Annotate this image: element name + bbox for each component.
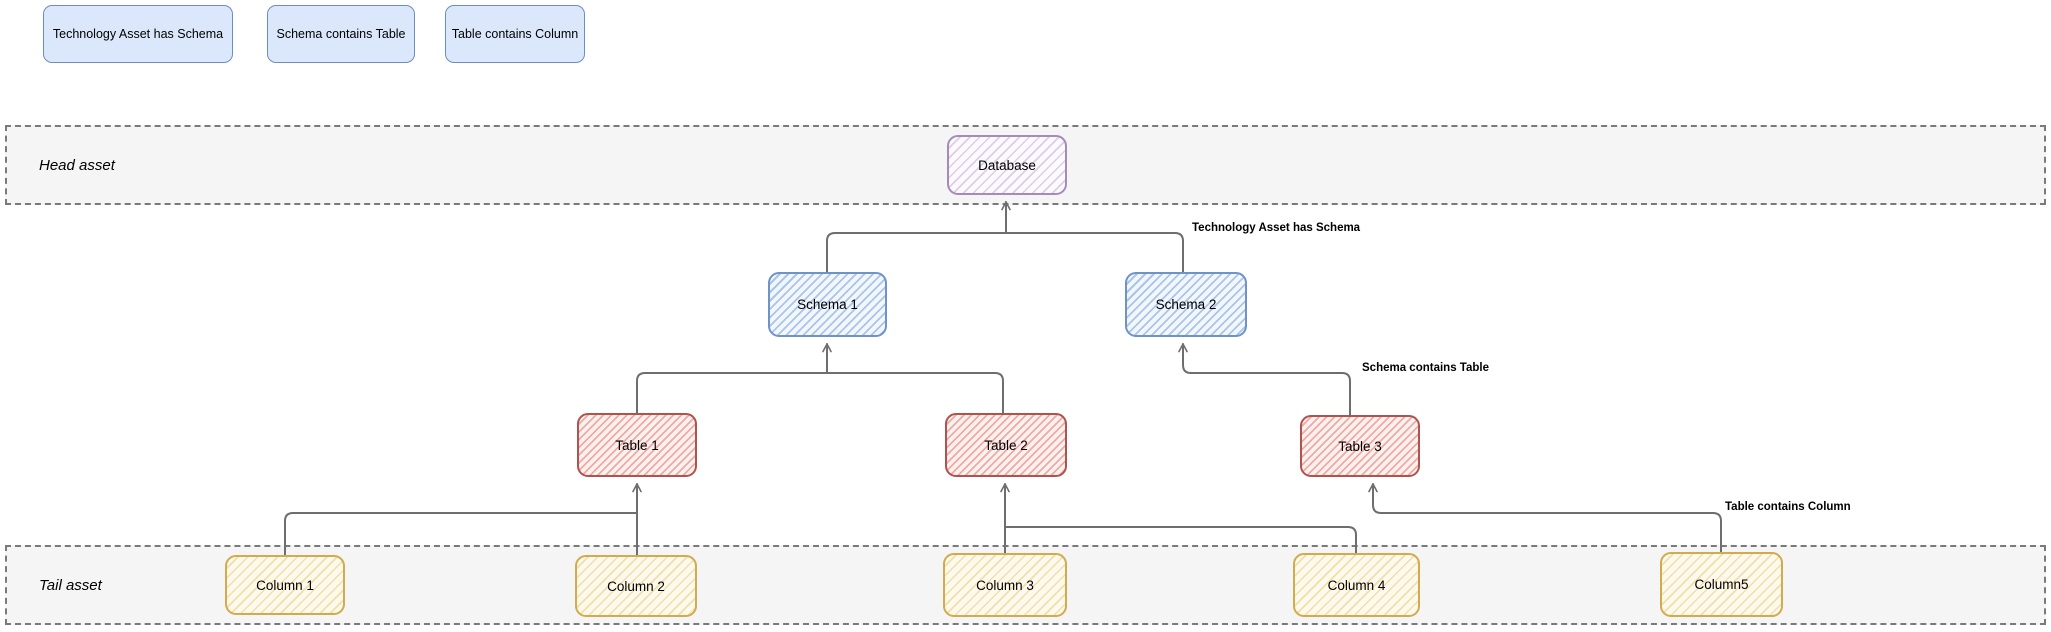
lane-head-asset-label: Head asset [39,156,115,174]
legend-item-technology-asset-has-schema[interactable]: Technology Asset has Schema [43,5,233,63]
node-schema-2[interactable]: Schema 2 [1125,272,1247,337]
node-column-1-label: Column 1 [256,577,314,593]
edge-label-technology-asset-has-schema: Technology Asset has Schema [1192,222,1361,234]
node-column-4-label: Column 4 [1327,577,1386,593]
node-table-1-label: Table 1 [615,437,659,453]
node-column-2-label: Column 2 [607,578,665,594]
legend-item-label: Schema contains Table [276,27,406,41]
legend-item-table-contains-column[interactable]: Table contains Column [445,5,585,63]
edge-schema2-database [1005,232,1184,273]
node-schema-1[interactable]: Schema 1 [768,272,887,337]
node-column-4[interactable]: Column 4 [1293,553,1420,617]
legend-item-label: Technology Asset has Schema [52,27,224,41]
node-database-label: Database [978,157,1036,173]
node-table-1[interactable]: Table 1 [577,413,697,477]
node-column-1[interactable]: Column 1 [225,555,345,615]
lane-tail-asset-label: Tail asset [39,576,102,594]
node-column-3[interactable]: Column 3 [943,553,1067,617]
node-schema-1-label: Schema 1 [797,297,858,312]
node-schema-2-label: Schema 2 [1155,297,1217,312]
edge-table3-schema2 [1178,343,1351,416]
edge-label-table-contains-column: Table contains Column [1725,501,1851,513]
node-column-2[interactable]: Column 2 [575,555,697,617]
node-table-3[interactable]: Table 3 [1300,415,1420,477]
node-database[interactable]: Database [947,135,1067,195]
edge-table1-schema1 [636,372,828,414]
node-column-5-label: Column5 [1694,577,1749,592]
edge-table2-schema1 [826,372,1004,414]
node-column-3-label: Column 3 [976,577,1034,593]
legend-item-label: Table contains Column [451,27,579,41]
node-table-2[interactable]: Table 2 [945,413,1067,477]
node-table-2-label: Table 2 [984,437,1028,453]
node-column-5[interactable]: Column5 [1660,552,1783,617]
edge-column5-table3 [1368,483,1722,553]
legend-item-schema-contains-table[interactable]: Schema contains Table [267,5,415,63]
edge-label-schema-contains-table: Schema contains Table [1362,362,1489,374]
edge-schema1-database [826,232,1007,273]
node-table-3-label: Table 3 [1338,438,1382,454]
